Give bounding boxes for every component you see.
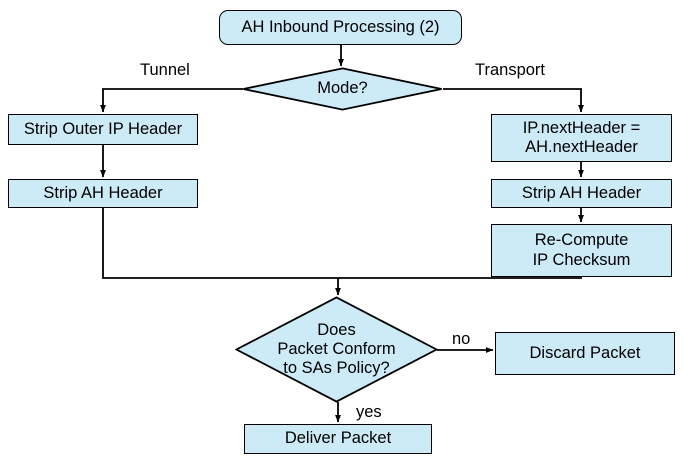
node-strip-outer-ip-header[interactable]: Strip Outer IP Header — [8, 114, 198, 145]
node-discard-packet[interactable]: Discard Packet — [495, 332, 675, 375]
node-recompute-ip-checksum[interactable]: Re-Compute IP Checksum — [491, 224, 672, 277]
node-deliver-packet[interactable]: Deliver Packet — [244, 424, 432, 454]
diamond-shape-mode — [243, 67, 442, 111]
node-start[interactable]: AH Inbound Processing (2) — [219, 10, 462, 45]
node-strip-ah-header-tunnel[interactable]: Strip AH Header — [8, 179, 198, 208]
edge-label-yes: yes — [356, 403, 382, 421]
edge-transport — [443, 88, 585, 113]
node-mode-decision[interactable]: Mode? — [242, 67, 443, 111]
edge-label-no: no — [452, 330, 471, 348]
node-ip-nextheader-assign[interactable]: IP.nextHeader = AH.nextHeader — [491, 114, 672, 162]
node-mode-decision-label: Mode? — [317, 79, 368, 98]
edge-label-tunnel: Tunnel — [140, 61, 190, 79]
edge-transport-merge — [338, 277, 582, 279]
node-strip-ah-header-transport[interactable]: Strip AH Header — [491, 179, 672, 208]
edge-tunnel-merge — [102, 208, 338, 279]
edge-tunnel — [100, 88, 243, 113]
node-policy-decision[interactable]: Does Packet Conform to SAs Policy? — [235, 296, 438, 403]
edge-label-transport: Transport — [475, 61, 545, 79]
node-policy-decision-label: Does Packet Conform to SAs Policy? — [277, 320, 396, 378]
diamond-shape-policy — [235, 296, 438, 403]
